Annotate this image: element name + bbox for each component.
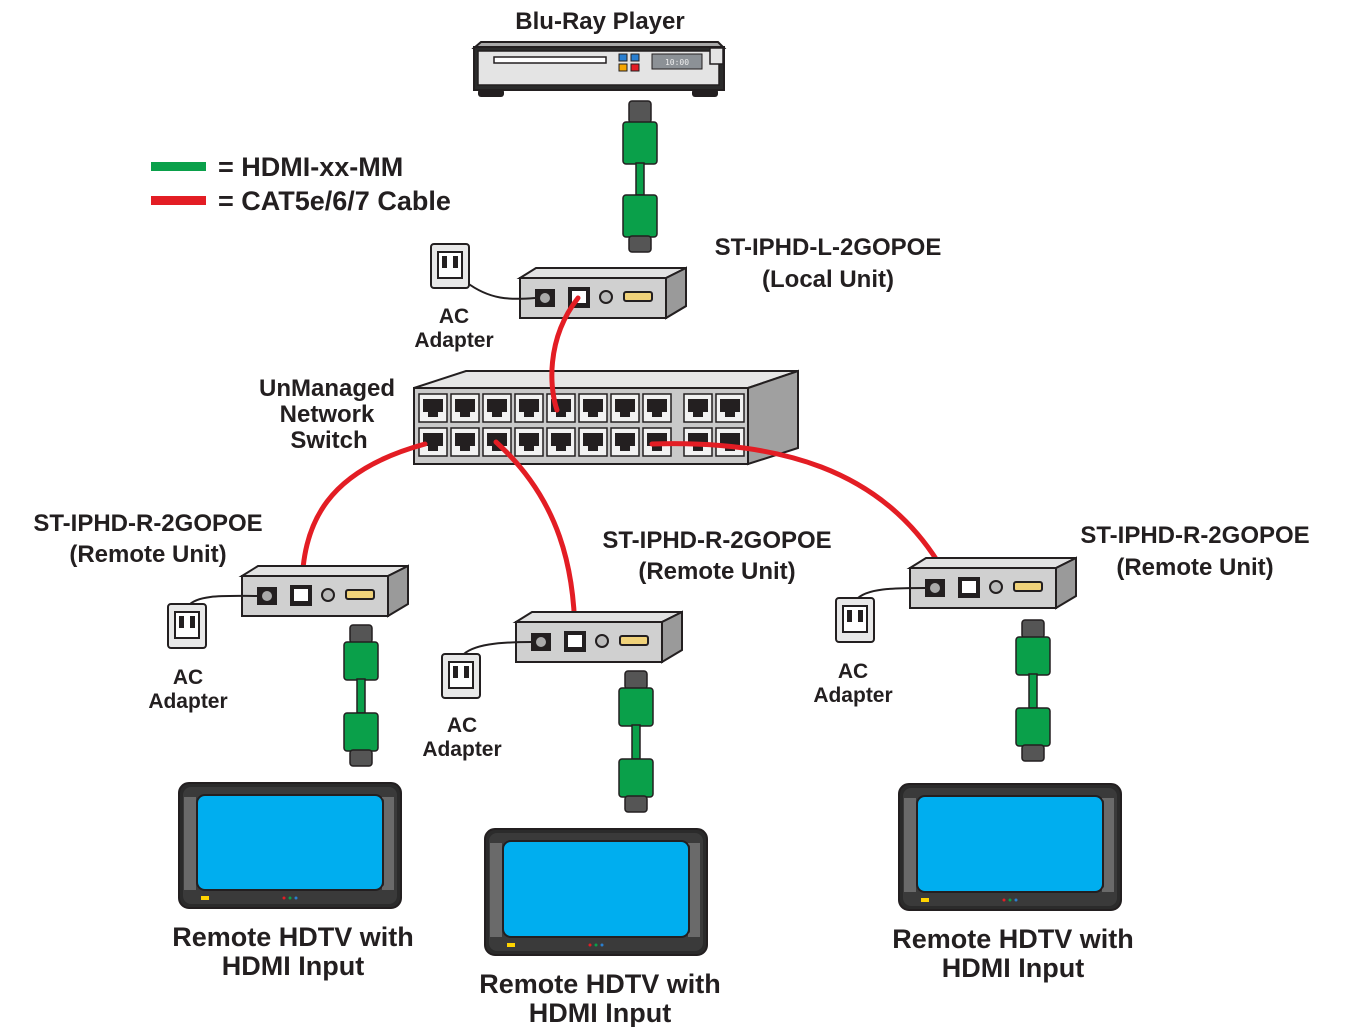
- tv-right-line2: HDMI Input: [942, 953, 1084, 983]
- cat-cable-local: [549, 295, 581, 413]
- switch-port: [450, 393, 480, 423]
- ac-adapter-left-line1: AC: [173, 666, 203, 689]
- switch-port: [418, 393, 448, 423]
- legend-cat-label: = CAT5e/6/7 Cable: [218, 186, 451, 216]
- cat-cable-remote-right: [649, 441, 941, 565]
- remote-unit-right-role: (Remote Unit): [1116, 554, 1273, 581]
- tv-center-line2: HDMI Input: [529, 998, 671, 1027]
- switch-port: [482, 393, 512, 423]
- remote-units: [167, 556, 1077, 813]
- ac-adapter-local: AC Adapter: [414, 243, 536, 352]
- local-unit-model: ST-IPHD-L-2GOPOE: [715, 234, 942, 261]
- ac-adapter-center: [441, 641, 532, 699]
- switch-port: [578, 393, 608, 423]
- tv-screen: [916, 795, 1104, 893]
- ac-adapter-center-line2: Adapter: [422, 738, 501, 761]
- switch-label-line3: Switch: [290, 427, 367, 454]
- tv-center-line1: Remote HDTV with: [479, 969, 721, 999]
- remote-unit-left-role: (Remote Unit): [69, 541, 226, 568]
- switch-port: [715, 427, 745, 457]
- switch-port: [450, 427, 480, 457]
- switch-port: [546, 393, 576, 423]
- switch-label-line1: UnManaged: [259, 375, 395, 402]
- tv-right-line1: Remote HDTV with: [892, 924, 1134, 954]
- ac-adapter-right-line2: Adapter: [813, 684, 892, 707]
- hdmi-cable-bluray: [622, 100, 658, 253]
- tv-left-line2: HDMI Input: [222, 951, 364, 981]
- legend-cat-swatch: [151, 196, 206, 205]
- hdmi-cable-remote-left: [343, 624, 379, 767]
- switch-label-line2: Network: [280, 401, 375, 428]
- legend-hdmi-label: = HDMI-xx-MM: [218, 152, 403, 182]
- tv-screen: [196, 794, 384, 891]
- remote-unit-left-model: ST-IPHD-R-2GOPOE: [33, 510, 262, 537]
- switch-port: [642, 393, 672, 423]
- local-unit-role: (Local Unit): [762, 266, 894, 293]
- switch-port: [514, 393, 544, 423]
- hdtvs: [178, 782, 1122, 956]
- ac-adapter-left: [167, 594, 258, 649]
- hdtv-right: [898, 783, 1122, 911]
- tv-screen: [502, 840, 690, 938]
- remote-unit-center-role: (Remote Unit): [638, 558, 795, 585]
- switch-port: [715, 393, 745, 423]
- remote-unit-left: [238, 564, 409, 618]
- legend-hdmi-swatch: [151, 162, 206, 171]
- blu-ray-display: [651, 53, 703, 70]
- tv-left-line1: Remote HDTV with: [172, 922, 414, 952]
- remote-unit-right: [906, 556, 1077, 610]
- switch-port: [514, 427, 544, 457]
- switch-port: [683, 393, 713, 423]
- remote-unit-right-model: ST-IPHD-R-2GOPOE: [1080, 522, 1309, 549]
- hdmi-cable-remote-right: [1015, 619, 1051, 762]
- ac-adapter-center-line1: AC: [447, 714, 477, 737]
- switch-port: [546, 427, 576, 457]
- remote-unit-center-model: ST-IPHD-R-2GOPOE: [602, 527, 831, 554]
- hdtv-left: [178, 782, 402, 909]
- cat-cable-remote-center: [493, 439, 578, 643]
- switch-port: [578, 427, 608, 457]
- switch-port: [610, 393, 640, 423]
- blu-ray-display-time: 10:00: [665, 58, 689, 67]
- ac-adapter-right-line1: AC: [838, 660, 868, 683]
- ac-adapter-left-line2: Adapter: [148, 690, 227, 713]
- ac-adapter-right: [835, 587, 926, 643]
- hdmi-cable-remote-center: [618, 670, 654, 813]
- ac-adapter-local-line1: AC: [439, 305, 469, 328]
- remote-unit-center: [512, 610, 683, 664]
- blu-ray-title: Blu-Ray Player: [515, 8, 684, 35]
- switch-port: [418, 427, 448, 457]
- legend: = HDMI-xx-MM = CAT5e/6/7 Cable: [151, 152, 451, 216]
- switch-port: [610, 427, 640, 457]
- ac-adapter-local-line2: Adapter: [414, 329, 493, 352]
- blu-ray-player: Blu-Ray Player 10:00: [471, 8, 727, 97]
- hdtv-center: [484, 828, 708, 956]
- local-unit: [516, 266, 687, 320]
